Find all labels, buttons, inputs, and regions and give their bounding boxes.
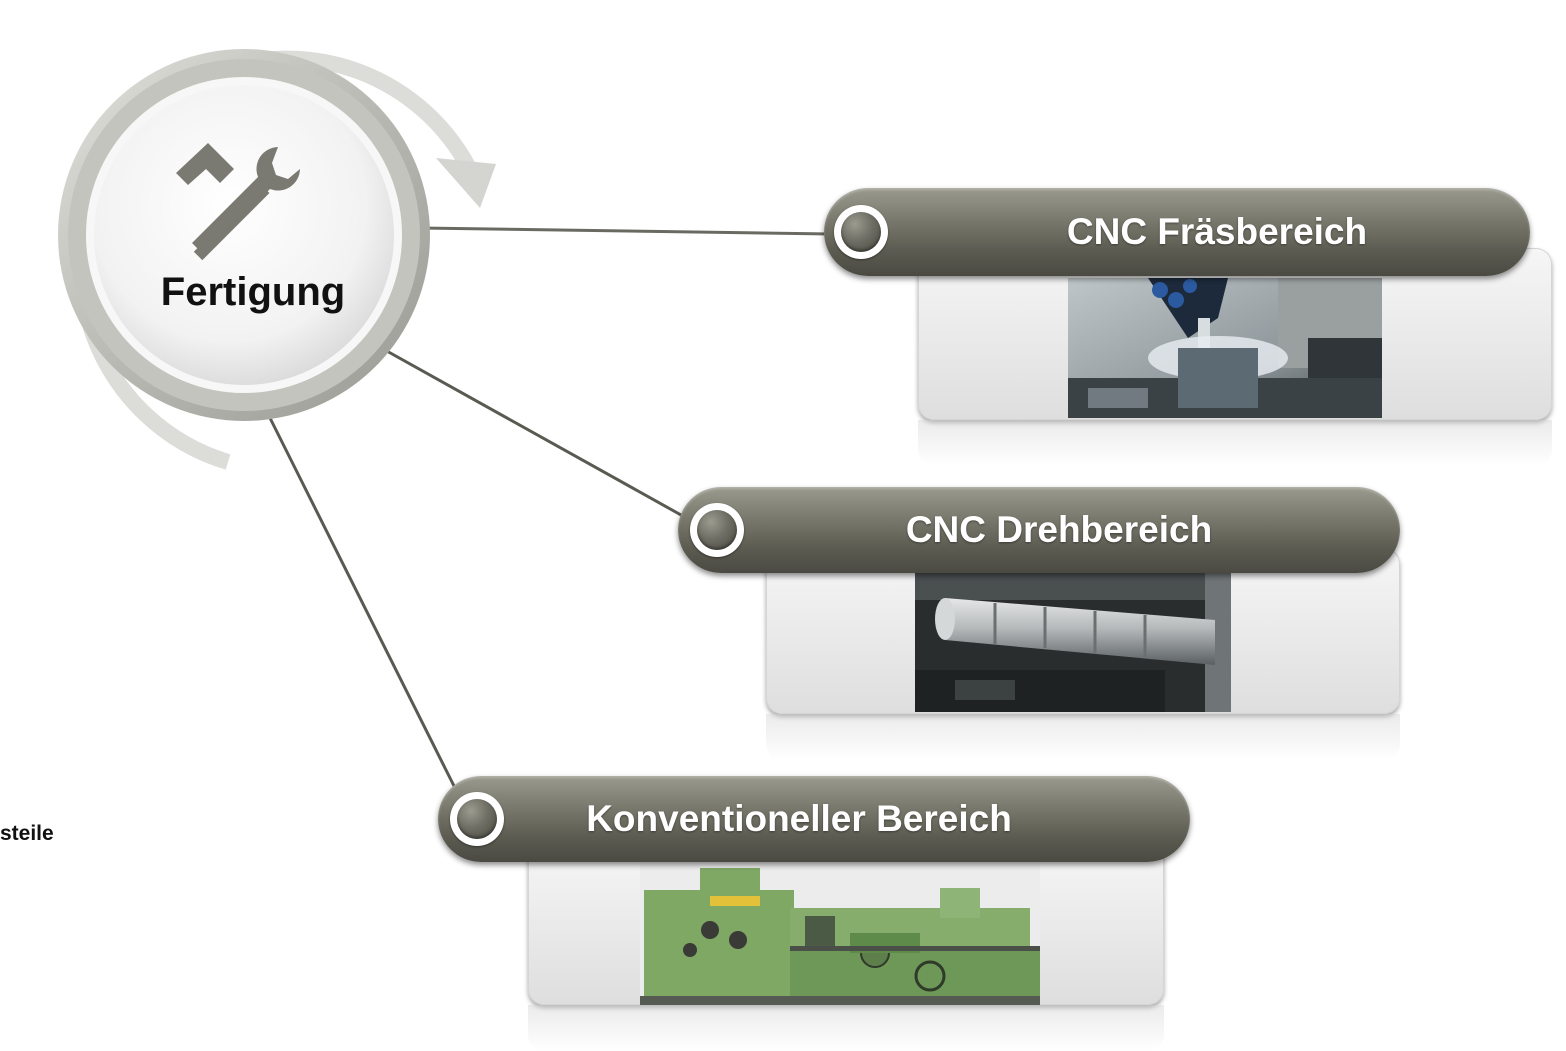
cycle-arrowhead bbox=[436, 158, 496, 208]
side-note-text: steile bbox=[0, 822, 54, 845]
connector-line-conventional bbox=[268, 417, 458, 791]
bullet-icon bbox=[834, 205, 888, 259]
hub-label: Fertigung bbox=[160, 270, 346, 314]
conventional-lathe-photo bbox=[640, 858, 1040, 1005]
connector-line-turning bbox=[384, 348, 691, 522]
bullet-icon bbox=[450, 792, 504, 846]
branch-header-milling[interactable]: CNC Fräsbereich bbox=[824, 188, 1530, 276]
connector-line-milling bbox=[419, 226, 831, 236]
cnc-turning-photo bbox=[915, 570, 1231, 712]
hammer-wrench-icon bbox=[176, 143, 300, 260]
diagram-canvas bbox=[58, 49, 831, 791]
branch-header-turning[interactable]: CNC Drehbereich bbox=[678, 487, 1400, 573]
branch-title-turning: CNC Drehbereich bbox=[905, 509, 1213, 550]
bullet-icon bbox=[690, 503, 744, 557]
branch-title-milling: CNC Fräsbereich bbox=[1066, 211, 1368, 252]
hub-face bbox=[94, 85, 394, 385]
branch-title-conventional: Konventioneller Bereich bbox=[586, 798, 1012, 839]
branch-header-conventional[interactable]: Konventioneller Bereich bbox=[438, 776, 1190, 862]
cnc-milling-photo bbox=[1068, 278, 1382, 418]
